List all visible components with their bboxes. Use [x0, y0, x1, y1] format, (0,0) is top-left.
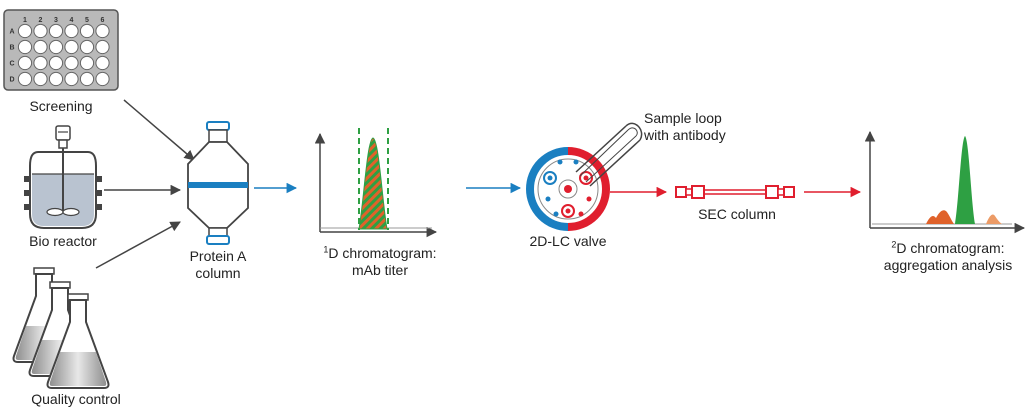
label-1d-line1: D chromatogram:: [328, 245, 437, 261]
label-2d-chromatogram: 2D chromatogram: aggregation analysis: [864, 240, 1032, 274]
plate-column-label: 4: [70, 17, 74, 24]
label-sec-column: SEC column: [698, 206, 776, 222]
mab-titer-peak: [358, 137, 388, 230]
plate-well: [33, 55, 48, 71]
label-2d-sup: 2: [891, 239, 897, 250]
plate-well: [17, 55, 33, 71]
label-1d-line2: mAb titer: [351, 262, 408, 278]
plate-row-label: C: [9, 61, 14, 68]
plate-well: [79, 71, 95, 87]
arrow-screening-to-column: [123, 99, 195, 161]
plate-wells: [17, 23, 110, 87]
plate-well: [79, 23, 95, 39]
arrow-qc-to-column: [95, 221, 181, 269]
label-protein-a-line1: Protein A: [189, 248, 247, 264]
well-plate-icon: 1 2 3 4 5 6 A B C D: [3, 9, 119, 91]
plate-row-label: B: [9, 45, 14, 52]
sample-loop-icon: [575, 122, 643, 187]
plate-well: [79, 39, 95, 55]
plate-well: [48, 23, 64, 39]
plate-well: [17, 39, 33, 55]
label-bioreactor: Bio reactor: [29, 233, 97, 249]
plate-well: [48, 39, 64, 55]
plate-well: [64, 71, 79, 87]
plate-column-label: 1: [23, 17, 27, 24]
plate-column-label: 2: [39, 17, 43, 24]
plate-well: [17, 71, 33, 87]
plate-well: [17, 23, 33, 39]
label-2d-lc-valve: 2D-LC valve: [529, 233, 607, 249]
2d-lc-valve-icon: [526, 147, 610, 231]
plate-column-labels: 1 2 3 4 5 6: [23, 17, 105, 24]
2d-chromatogram: [864, 130, 1026, 234]
label-1d-sup: 1: [323, 244, 329, 255]
plate-well: [48, 71, 64, 87]
label-protein-a-line2: column: [195, 265, 241, 281]
plate-well: [64, 55, 79, 71]
plate-column-label: 5: [85, 17, 89, 24]
label-sample-loop-line1: Sample loop: [644, 110, 722, 126]
plate-well: [48, 55, 64, 71]
bioreactor-icon: [24, 125, 102, 229]
label-sample-loop-line2: with antibody: [644, 127, 726, 143]
plate-well: [95, 55, 110, 71]
plate-well: [95, 23, 110, 39]
plate-row-label: D: [9, 77, 14, 84]
plate-row-label: A: [9, 29, 14, 36]
1d-chromatogram: [314, 128, 438, 238]
plate-well: [33, 23, 48, 39]
plate-well: [33, 71, 48, 87]
fragment-peak: [986, 214, 1002, 224]
label-sample-loop: Sample loop with antibody: [644, 110, 748, 144]
label-screening: Screening: [29, 98, 93, 114]
plate-column-label: 6: [101, 17, 105, 24]
sec-column-icon: [675, 185, 795, 199]
label-quality-control: Quality control: [31, 391, 121, 407]
plate-row-labels: A B C D: [9, 29, 14, 84]
erlenmeyer-flasks-icon: [12, 267, 110, 389]
label-2d-line2: aggregation analysis: [883, 257, 1013, 273]
plate-column-label: 3: [54, 17, 58, 24]
plate-well: [95, 71, 110, 87]
plate-well: [33, 39, 48, 55]
plate-well: [64, 39, 79, 55]
label-1d-chromatogram: 1D chromatogram: mAb titer: [300, 245, 460, 279]
plate-well: [95, 39, 110, 55]
aggregate-peak-1: [926, 210, 954, 224]
protein-a-column-icon: [187, 121, 249, 245]
plate-well: [64, 23, 79, 39]
plate-well: [79, 55, 95, 71]
label-2d-line1: D chromatogram:: [896, 240, 1005, 256]
monomer-peak: [955, 136, 975, 224]
label-protein-a-column: Protein A column: [176, 248, 260, 282]
